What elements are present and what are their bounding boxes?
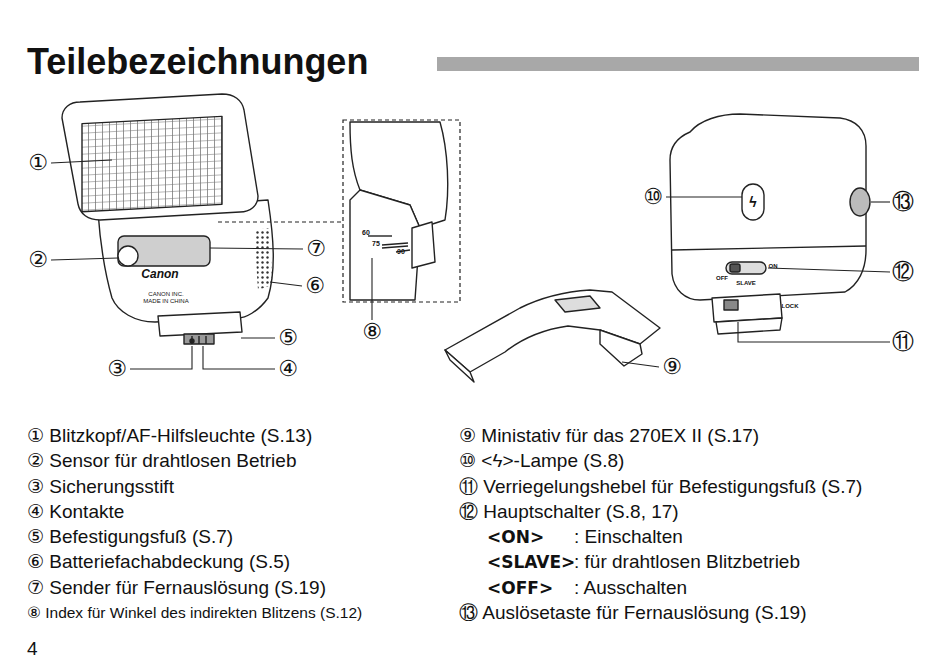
scale-mark: 60 <box>362 229 370 237</box>
device-print: CANON INC. <box>148 291 183 298</box>
brand-logo: Canon <box>141 268 178 281</box>
callout-number: ⑧ <box>362 320 382 344</box>
page-title: Teilebezeichnungen <box>27 42 368 82</box>
switch-description: : für drahtlosen Blitzbetrieb <box>574 552 800 573</box>
part-name: ⑬ Auslösetaste für Fernauslösung (S.19) <box>459 603 806 624</box>
callout-number: ⑤ <box>278 326 298 350</box>
switch-position: <SLAVE> <box>487 553 575 572</box>
callout-number: ⑬ <box>892 190 914 214</box>
callout-number: ⑥ <box>305 274 325 298</box>
switch-marking: OFF <box>716 275 728 282</box>
part-name: ⑩ <ϟ>-Lampe (S.8) <box>459 451 624 472</box>
callout-number: ⑫ <box>892 260 914 284</box>
part-name: ⑧ Index für Winkel des indirekten Blitze… <box>27 604 362 621</box>
callout-number: ① <box>28 151 48 175</box>
part-name: ④ Kontakte <box>27 502 124 523</box>
switch-position: <OFF> <box>487 579 553 598</box>
scale-mark: 90 <box>397 248 405 256</box>
switch-position: <ON> <box>487 528 544 547</box>
callout-number: ⑪ <box>892 330 914 354</box>
lamp-symbol: ϟ <box>749 195 756 210</box>
part-name: ⑫ Hauptschalter (S.8, 17) <box>459 502 679 523</box>
page-number: 4 <box>27 639 38 659</box>
switch-marking: LOCK <box>782 303 799 310</box>
part-name: ⑪ Verriegelungshebel für Befestigungsfuß… <box>459 477 862 498</box>
part-name: ③ Sicherungsstift <box>27 477 174 498</box>
callout-number: ⑨ <box>662 355 682 379</box>
part-name: ① Blitzkopf/AF-Hilfsleuchte (S.13) <box>27 426 312 447</box>
callout-number: ② <box>28 248 48 272</box>
scale-mark: 75 <box>372 240 380 248</box>
switch-description: : Ausschalten <box>574 578 687 599</box>
part-name: ⑦ Sender für Fernauslösung (S.19) <box>27 578 326 599</box>
callout-number: ⑩ <box>643 185 663 209</box>
part-name: ⑥ Batteriefachabdeckung (S.5) <box>27 552 290 573</box>
device-print: MADE IN CHINA <box>143 298 188 305</box>
callout-number: ⑦ <box>306 237 326 261</box>
part-name: ⑨ Ministativ für das 270EX II (S.17) <box>459 426 759 447</box>
part-name: ② Sensor für drahtlosen Betrieb <box>27 451 296 472</box>
switch-description: : Einschalten <box>574 527 683 548</box>
switch-marking: ON <box>769 263 778 270</box>
switch-marking: SLAVE <box>736 280 756 287</box>
callout-number: ③ <box>107 357 127 381</box>
callout-number: ④ <box>278 357 298 381</box>
part-name: ⑤ Befestigungsfuß (S.7) <box>27 527 233 548</box>
